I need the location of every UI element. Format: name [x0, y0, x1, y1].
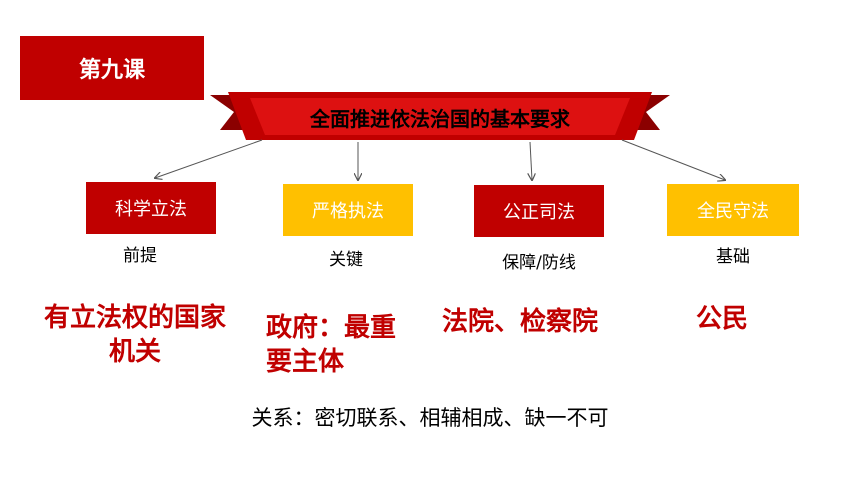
banner-ribbon: [210, 92, 670, 140]
arrow-to-gongzheng: [530, 141, 532, 180]
role-gongzheng: 保障/防线: [502, 253, 576, 273]
role-kexue: 前提: [123, 246, 157, 266]
requirement-kexue-lifa: 科学立法: [86, 182, 216, 234]
relation-text: 关系：密切联系、相辅相成、缺一不可: [251, 406, 609, 430]
arrow-to-quanmin: [621, 139, 725, 180]
subject-quanmin: 公民: [696, 304, 749, 334]
requirement-yange-zhifa: 严格执法: [283, 184, 413, 236]
role-quanmin: 基础: [716, 247, 750, 267]
requirement-quanmin-shoufa: 全民守法: [667, 184, 799, 236]
requirement-gongzheng-sifa: 公正司法: [474, 185, 604, 237]
banner-inner: [250, 98, 630, 135]
subject-kexue: 有立法权的国家机关: [43, 303, 226, 367]
banner-title: 全面推进依法治国的基本要求: [310, 106, 570, 131]
subject-gongzheng: 法院、检察院: [442, 307, 599, 337]
lesson-label: 第九课: [20, 36, 204, 100]
arrow-to-kexue: [155, 139, 263, 178]
role-yange: 关键: [329, 250, 363, 270]
subject-yange: 政府：最重要主体: [266, 313, 397, 377]
